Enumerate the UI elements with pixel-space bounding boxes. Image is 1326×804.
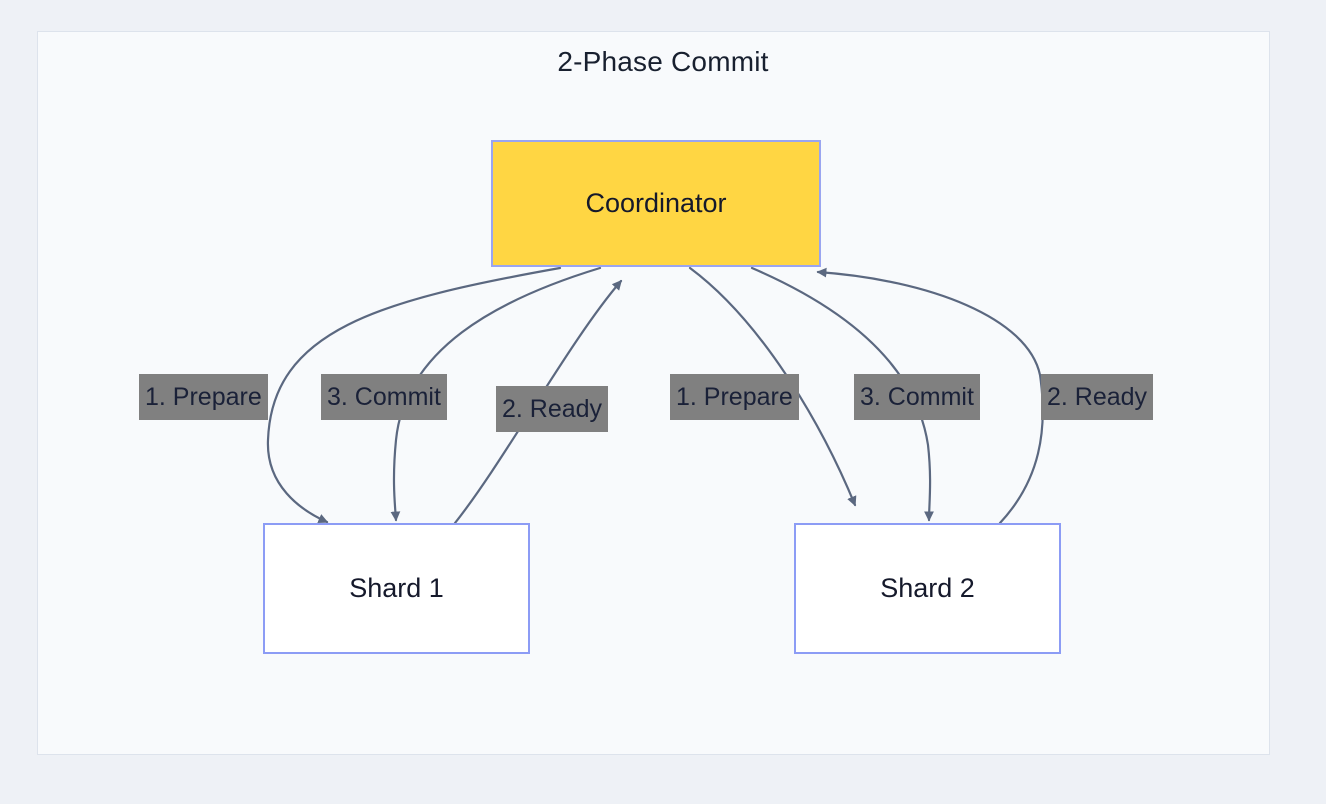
node-shard-1[interactable]: Shard 1 — [263, 523, 530, 654]
node-shard-2-label: Shard 2 — [880, 573, 975, 603]
edge-label-right-ready: 2. Ready — [1041, 374, 1154, 420]
node-coordinator[interactable]: Coordinator — [491, 140, 821, 267]
node-coordinator-label: Coordinator — [585, 188, 727, 218]
diagram-title: 2-Phase Commit — [557, 46, 769, 77]
edge-label-left-ready: 2. Ready — [496, 386, 609, 432]
node-shard-1-label: Shard 1 — [349, 573, 444, 603]
edge-label-right-commit: 3. Commit — [854, 374, 980, 420]
edge-label-left-commit: 3. Commit — [321, 374, 447, 420]
edge-label-right-prepare: 1. Prepare — [670, 374, 799, 420]
edge-label-left-prepare: 1. Prepare — [139, 374, 268, 420]
node-shard-2[interactable]: Shard 2 — [794, 523, 1061, 654]
